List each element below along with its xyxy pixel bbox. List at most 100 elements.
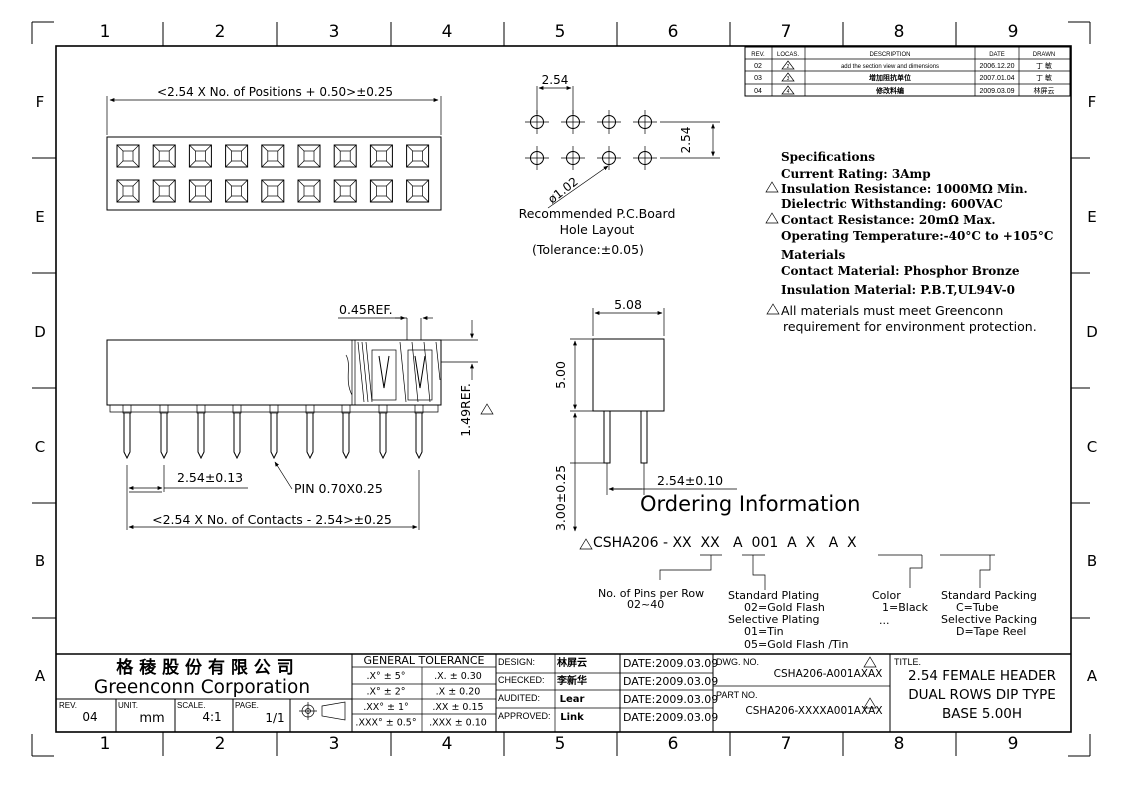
approval-date: DATE:2009.03.09 bbox=[623, 657, 718, 670]
front-contacts-dim: <2.54 X No. of Contacts - 2.54>±0.25 bbox=[152, 512, 392, 527]
pin bbox=[196, 404, 206, 460]
contact-cavity bbox=[369, 179, 393, 203]
spec-title: Specifications bbox=[781, 150, 875, 164]
side-row-pitch: 2.54±0.10 bbox=[657, 473, 723, 488]
pin bbox=[232, 404, 242, 460]
front-height-ref: 1.49REF. bbox=[458, 383, 473, 437]
contact-cavity bbox=[406, 144, 430, 168]
hole-caption-2: Hole Layout bbox=[560, 222, 635, 237]
title-label: TITLE. bbox=[894, 657, 921, 667]
contact-cavity bbox=[152, 179, 176, 203]
spec-insulation-material: Insulation Material: P.B.T,UL94V-0 bbox=[781, 283, 1015, 297]
unit-value: mm bbox=[139, 711, 164, 726]
pin bbox=[378, 404, 388, 460]
ordering-pack-1: Standard Packing bbox=[941, 589, 1037, 602]
pin bbox=[414, 404, 424, 460]
approval-name: Lear bbox=[560, 694, 585, 705]
rev-header-loc: LOCAS. bbox=[777, 52, 799, 58]
zone-col-top: 3 bbox=[329, 22, 340, 42]
pin bbox=[341, 404, 351, 460]
spec-temperature: Operating Temperature:-40°C to +105°C bbox=[781, 229, 1053, 243]
ordering-plating-3: Selective Plating bbox=[728, 613, 820, 626]
front-ref-dim: 0.45REF. bbox=[339, 302, 393, 317]
general-tolerance-title: GENERAL TOLERANCE bbox=[363, 654, 484, 667]
side-width-dim: 5.08 bbox=[614, 297, 642, 312]
rev-row-drawn: 丁 敏 bbox=[1036, 73, 1052, 82]
approval-date: DATE:2009.03.09 bbox=[623, 711, 718, 724]
rev-header-drawn: DRAWN bbox=[1033, 52, 1055, 58]
zone-col-top: 6 bbox=[668, 22, 679, 42]
ordering-plating-5: 05=Gold Flash /Tin bbox=[744, 638, 848, 651]
hole-diameter: ø1.02 bbox=[545, 174, 580, 206]
contact-cavity bbox=[116, 179, 140, 203]
zone-col-bottom: 9 bbox=[1008, 734, 1019, 754]
hole-caption-3: (Tolerance:±0.05) bbox=[532, 242, 644, 257]
rev-row-rev: 02 bbox=[754, 63, 762, 70]
title-line-1: 2.54 FEMALE HEADER bbox=[908, 668, 1056, 684]
contact-cavity bbox=[116, 144, 140, 168]
pcb-hole bbox=[597, 110, 621, 134]
zone-col-top: 4 bbox=[442, 22, 453, 42]
specifications: Specifications Current Rating: 3Amp Insu… bbox=[765, 150, 1053, 334]
zone-col-top: 8 bbox=[894, 22, 905, 42]
dwg-no-value: CSHA206-A001AXAX bbox=[774, 668, 883, 680]
revision-table: REV. LOCAS. DESCRIPTION DATE DRAWN 02 2 … bbox=[744, 46, 1071, 97]
tolerance-linear: .X ± 0.20 bbox=[436, 687, 481, 698]
ordering-color-1: Color bbox=[872, 589, 901, 602]
zone-col-bottom: 8 bbox=[894, 734, 905, 754]
rev-row-drawn: 丁 敏 bbox=[1036, 61, 1052, 70]
contact-cavity bbox=[297, 144, 321, 168]
rev-row-loc-mark: 2 bbox=[787, 64, 790, 70]
company-name-en: Greenconn Corporation bbox=[94, 677, 310, 698]
zone-col-bottom: 7 bbox=[781, 734, 792, 754]
pin bbox=[305, 404, 315, 460]
approval-date: DATE:2009.03.09 bbox=[623, 693, 718, 706]
zone-col-bottom: 3 bbox=[329, 734, 340, 754]
pcb-hole bbox=[633, 110, 657, 134]
part-no-value: CSHA206-XXXXA001AXAX bbox=[745, 705, 882, 717]
zone-col-top: 9 bbox=[1008, 22, 1019, 42]
ordering-color-2: 1=Black bbox=[882, 601, 929, 614]
approval-name: Link bbox=[560, 712, 584, 723]
zone-col-bottom: 2 bbox=[215, 734, 226, 754]
top-view: <2.54 X No. of Positions + 0.50>±0.25 bbox=[106, 85, 442, 211]
tolerance-angle: .XXX° ± 0.5° bbox=[355, 718, 416, 729]
approval-name: 林屏云 bbox=[557, 656, 587, 669]
contact-cavity bbox=[225, 179, 249, 203]
rev-row-loc-mark: 3 bbox=[787, 76, 790, 82]
rev-row-desc: add the section view and dimensions bbox=[841, 64, 939, 70]
pcb-hole bbox=[561, 110, 585, 134]
side-height-dim: 5.00 bbox=[553, 361, 568, 389]
zone-col-top: 2 bbox=[215, 22, 226, 42]
rev-value: 04 bbox=[82, 710, 97, 724]
zone-col-bottom: 4 bbox=[442, 734, 453, 754]
ordering-plating-1: Standard Plating bbox=[728, 589, 819, 602]
contact-cavity bbox=[188, 144, 212, 168]
side-view: 5.08 5.00 3.00±0.25 2.54±0.10 bbox=[553, 297, 737, 532]
rev-row-loc-mark: 4 bbox=[787, 89, 790, 95]
ordering-plating-2: 02=Gold Flash bbox=[744, 601, 825, 614]
spec-current: Current Rating: 3Amp bbox=[781, 167, 931, 181]
zone-row-right: F bbox=[1088, 93, 1097, 111]
spec-contact-resistance: Contact Resistance: 20mΩ Max. bbox=[781, 213, 996, 227]
spec-note-1: All materials must meet Greenconn bbox=[781, 303, 1003, 318]
pin bbox=[269, 404, 279, 460]
company-name-cn: 格 稜 股 份 有 限 公 司 bbox=[116, 657, 293, 678]
contact-cavity bbox=[333, 179, 357, 203]
approval-name: 李新华 bbox=[556, 674, 587, 687]
title-line-2: DUAL ROWS DIP TYPE bbox=[908, 687, 1056, 703]
approval-role-label: AUDITED: bbox=[498, 693, 540, 703]
tolerance-angle: .X° ± 2° bbox=[366, 687, 405, 698]
hole-layout: 2.54 2.54 ø1.02 Recommended P.C.Board Ho… bbox=[519, 73, 720, 257]
front-pin-pitch: 2.54±0.13 bbox=[177, 470, 243, 485]
spec-dielectric: Dielectric Withstanding: 600VAC bbox=[781, 197, 1003, 211]
scale-label: SCALE. bbox=[177, 701, 205, 710]
tolerance-linear: .X. ± 0.30 bbox=[434, 671, 482, 682]
zone-row-left: A bbox=[35, 667, 46, 685]
rev-row-desc: 修改料编 bbox=[875, 86, 904, 95]
zone-row-right: B bbox=[1087, 552, 1097, 570]
top-width-dim: <2.54 X No. of Positions + 0.50>±0.25 bbox=[157, 85, 393, 99]
ordering-title: Ordering Information bbox=[640, 492, 860, 516]
approval-role-label: DESIGN: bbox=[498, 657, 535, 667]
